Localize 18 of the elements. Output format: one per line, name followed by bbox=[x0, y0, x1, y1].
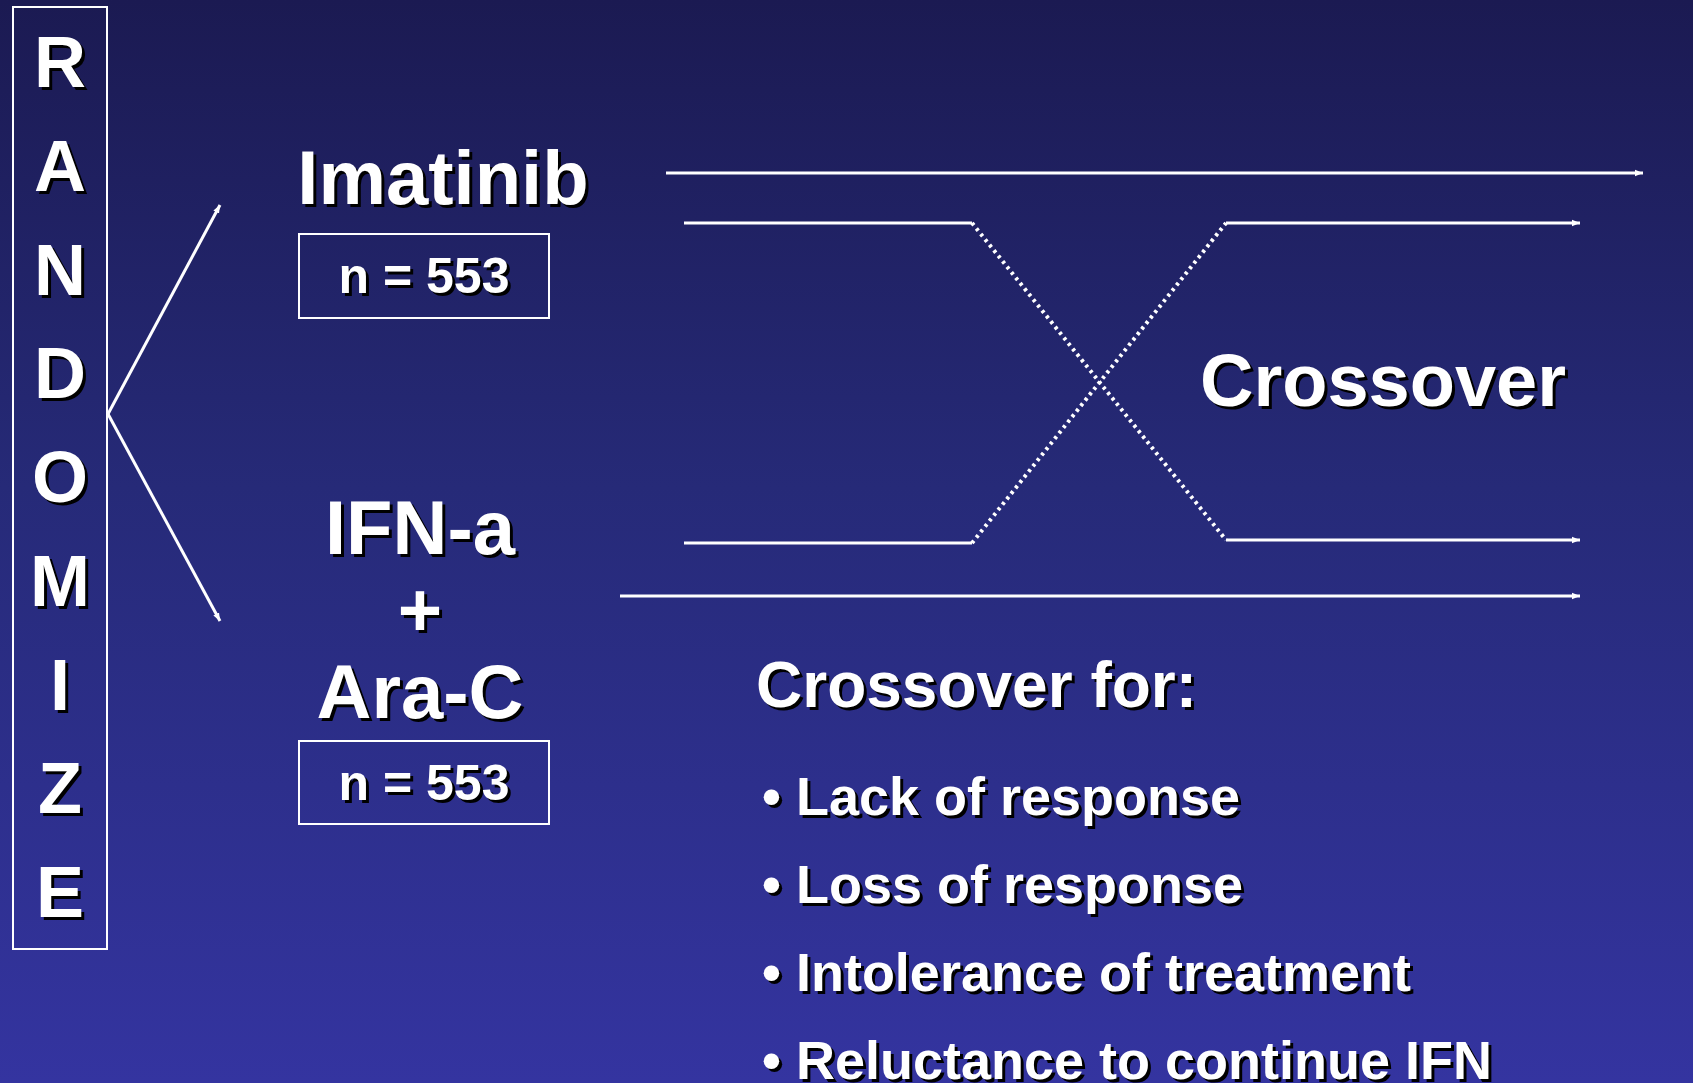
treatment-arm-label: Imatinib bbox=[297, 140, 589, 216]
arrow bbox=[666, 169, 1643, 177]
treatment-arm-label: IFN-a + Ara-C bbox=[315, 486, 525, 734]
arrow bbox=[106, 413, 222, 622]
sample-size-box bbox=[298, 233, 550, 319]
vertical-label-box bbox=[12, 6, 108, 950]
box-label: n = 553 bbox=[338, 757, 510, 808]
bullet-item: • Loss of response bbox=[762, 853, 1245, 916]
bullet-item: • Reluctance to continue IFN bbox=[762, 1029, 1492, 1083]
crossover-label: Crossover bbox=[1200, 340, 1567, 422]
bullet-item: • Intolerance of treatment bbox=[762, 941, 1413, 1004]
list-heading: Crossover for: bbox=[756, 650, 1197, 721]
box-label: n = 553 bbox=[338, 251, 510, 301]
arrow bbox=[106, 204, 222, 415]
bullet-item: • Lack of response bbox=[762, 765, 1242, 828]
arrow bbox=[620, 592, 1580, 600]
sample-size-box bbox=[298, 740, 550, 825]
box-label: RANDOMIZE bbox=[29, 21, 91, 934]
